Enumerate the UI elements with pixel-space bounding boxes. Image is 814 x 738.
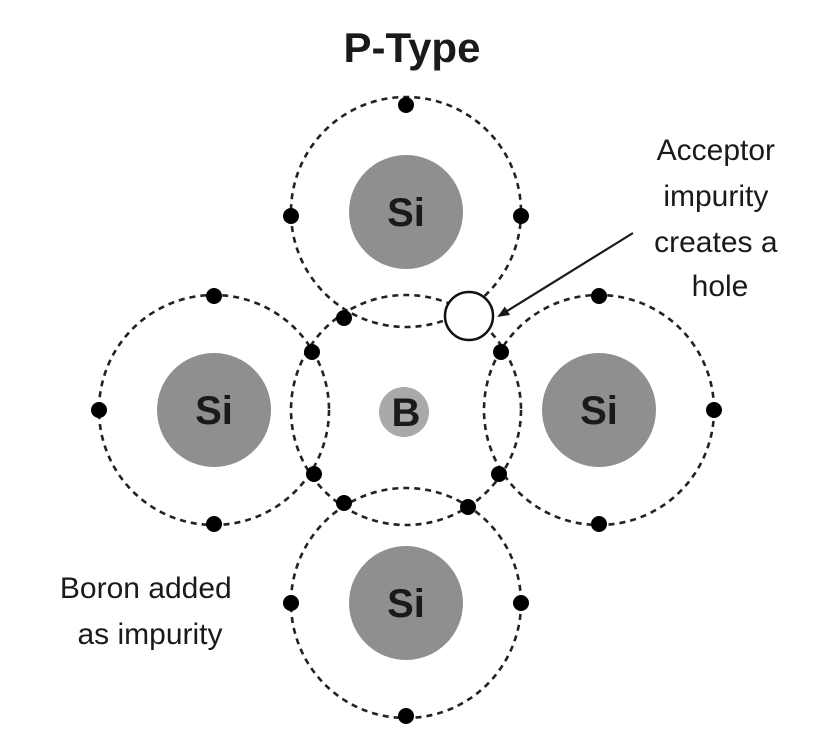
bond-electron <box>336 310 352 326</box>
boron-annotation: Boron added as impurity <box>60 572 240 651</box>
nucleus-boron <box>379 387 429 437</box>
label-bottom-si: Si <box>387 582 425 626</box>
acceptor-line-2: impurity <box>663 180 768 213</box>
electron <box>398 97 414 113</box>
electron <box>706 402 722 418</box>
acceptor-annotation: Acceptor impurity creates a hole <box>654 134 786 303</box>
acceptor-line-4: hole <box>692 270 749 303</box>
atom-labels: Si Si Si Si B <box>195 191 618 626</box>
acceptor-line-1: Acceptor <box>657 134 775 167</box>
bond-electron <box>304 344 320 360</box>
nuclei <box>157 155 656 660</box>
electron <box>206 288 222 304</box>
bond-electron <box>336 495 352 511</box>
hole-pointer-arrow <box>497 232 634 318</box>
electron <box>283 595 299 611</box>
electron <box>206 516 222 532</box>
nucleus-bottom-si <box>349 546 463 660</box>
boron-line-1: Boron added <box>60 572 232 605</box>
electron <box>591 516 607 532</box>
boron-line-2: as impurity <box>77 618 222 651</box>
electron <box>398 708 414 724</box>
electron <box>591 288 607 304</box>
electron <box>283 208 299 224</box>
nucleus-right-si <box>542 353 656 467</box>
electrons <box>91 97 722 724</box>
electron <box>513 208 529 224</box>
bond-electron <box>306 466 322 482</box>
label-right-si: Si <box>580 389 618 433</box>
diagram-title: P-Type <box>344 24 481 71</box>
bond-electron <box>493 344 509 360</box>
bond-electron <box>460 499 476 515</box>
electron <box>91 402 107 418</box>
label-top-si: Si <box>387 191 425 235</box>
orbit-center-b <box>289 293 523 527</box>
hole <box>443 290 495 342</box>
acceptor-line-3: creates a <box>654 226 778 259</box>
label-center-b: B <box>392 391 421 435</box>
label-left-si: Si <box>195 389 233 433</box>
nucleus-left-si <box>157 353 271 467</box>
nucleus-top-si <box>349 155 463 269</box>
bond-electron <box>491 466 507 482</box>
electron <box>513 595 529 611</box>
